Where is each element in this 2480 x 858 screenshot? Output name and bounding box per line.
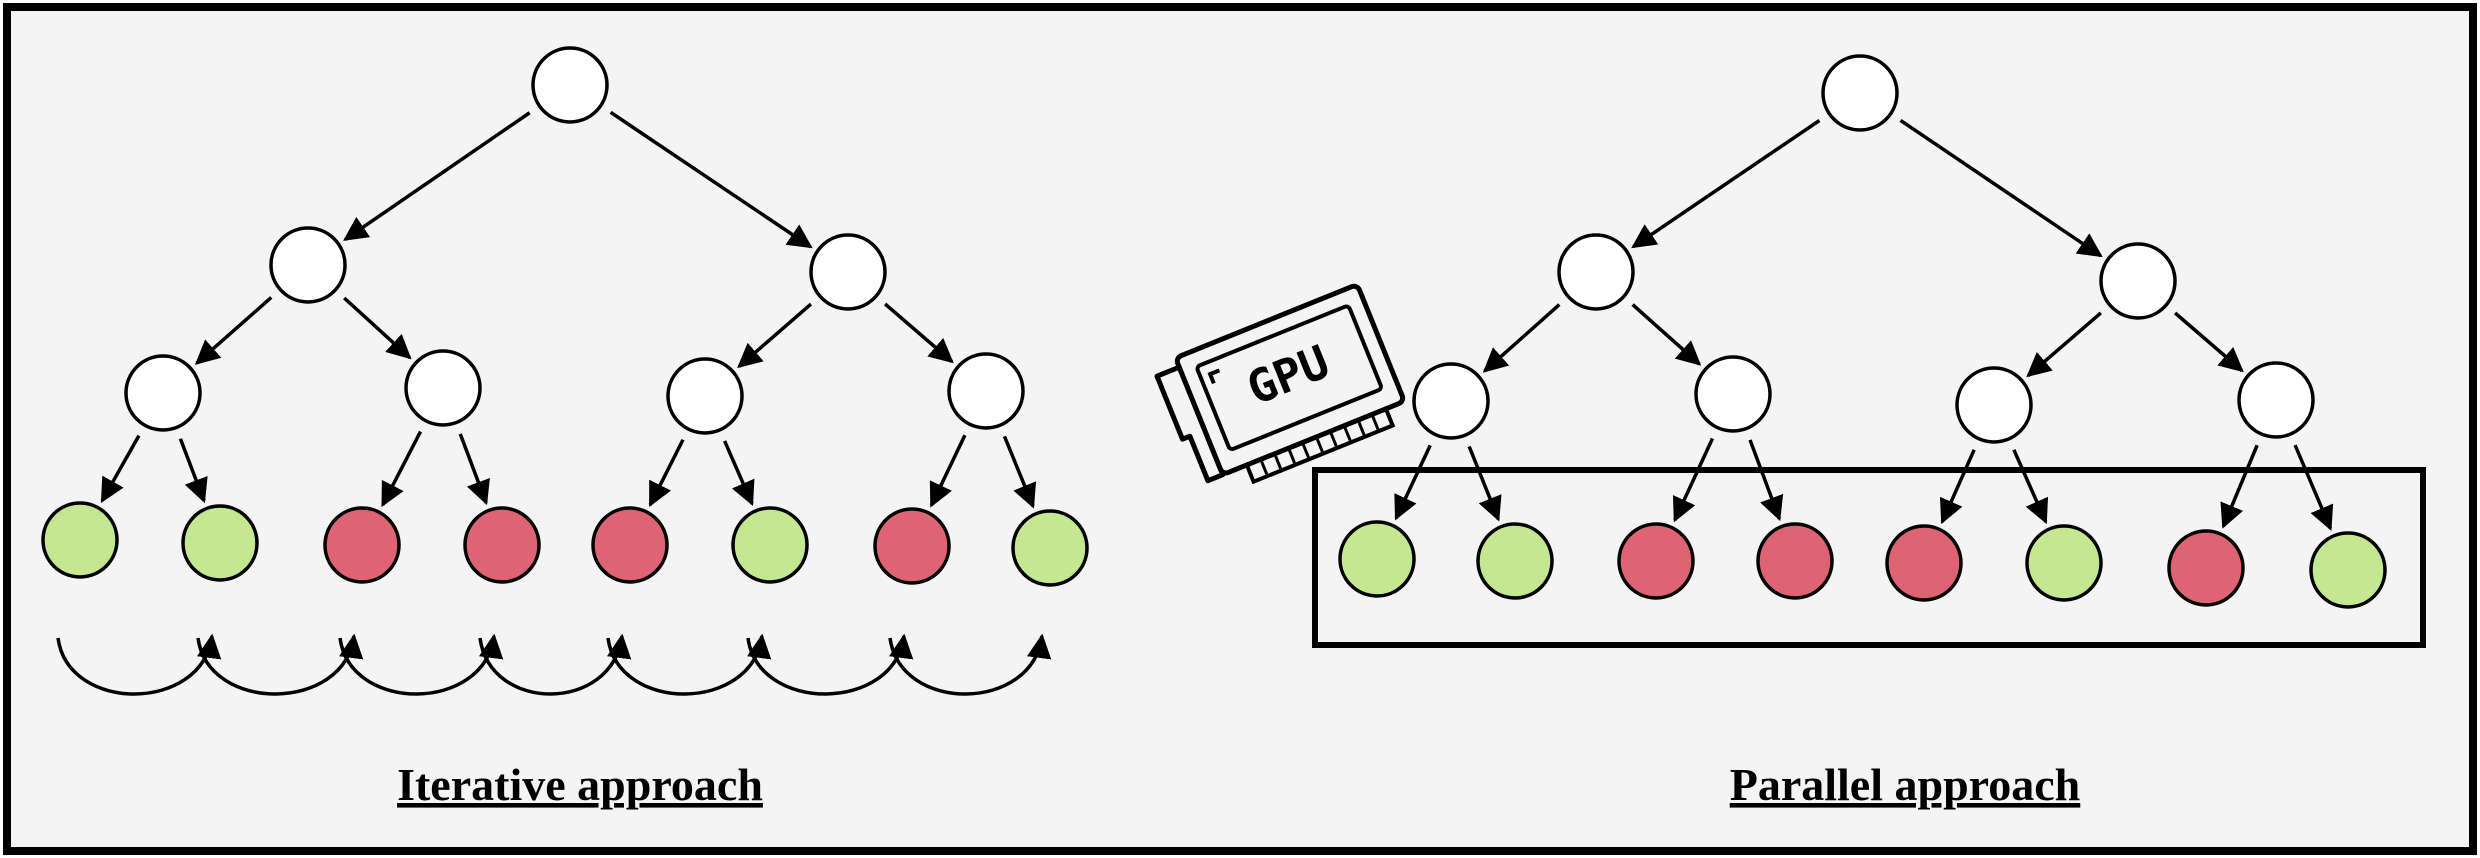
- leaf-node-green: [731, 506, 809, 584]
- tree-edge-arrow: [1899, 118, 2103, 258]
- tree-edge-arrow: [1631, 303, 1702, 366]
- leaf-node-green: [41, 501, 119, 579]
- tree-edge-arrow: [1482, 303, 1561, 373]
- leaf-node-red: [873, 507, 951, 585]
- tree-edge-arrow: [1631, 119, 1821, 249]
- parallel-tree: [1338, 54, 2387, 609]
- tree-edge-arrow: [609, 110, 813, 249]
- tree-edge-arrow: [1467, 445, 1502, 522]
- root-node: [531, 46, 609, 124]
- leaf-node-red: [463, 506, 541, 584]
- tree-edge-arrow: [194, 296, 273, 365]
- gpu-corner-mark-icon: [1207, 368, 1221, 385]
- iteration-step-arrow: [196, 633, 364, 696]
- inner-node: [666, 357, 744, 435]
- leaf-node-green: [2025, 524, 2103, 602]
- gpu-chip-outline-icon: [1195, 304, 1383, 451]
- leaf-node-green: [181, 504, 259, 582]
- leaf-node-green: [1011, 509, 1089, 587]
- tree-edge-arrow: [2026, 311, 2103, 378]
- tree-edge-arrow: [100, 434, 141, 503]
- gpu-connector-icon: [1244, 408, 1396, 485]
- iterative-sweep-arrows: [56, 633, 1052, 696]
- tree-edge-arrow: [458, 433, 490, 506]
- tree-edge-arrow: [883, 302, 954, 364]
- leaf-node-red: [2167, 529, 2245, 607]
- inner-node: [2099, 242, 2177, 320]
- inner-node: [809, 233, 887, 311]
- tree-edge-arrow: [343, 111, 531, 241]
- iteration-step-arrow: [478, 633, 632, 696]
- inner-node: [2237, 361, 2315, 439]
- tree-edge-arrow: [737, 302, 813, 369]
- iteration-step-arrow: [56, 633, 222, 696]
- iteration-step-arrow: [606, 633, 772, 696]
- inner-node: [269, 226, 347, 304]
- leaf-node-red: [591, 506, 669, 584]
- tree-edge-arrow: [648, 438, 685, 507]
- tree-edge-arrow: [1002, 435, 1037, 509]
- leaf-node-green: [1476, 522, 1554, 600]
- inner-node: [1955, 366, 2033, 444]
- gpu-board-icon: [1174, 283, 1406, 476]
- tree-edge-arrow: [722, 440, 755, 506]
- leaf-node-red: [1885, 524, 1963, 602]
- inner-node: [124, 354, 202, 432]
- tree-edge-arrow: [1394, 444, 1432, 521]
- iterative-approach-caption: Iterative approach: [397, 759, 763, 810]
- inner-node: [404, 349, 482, 427]
- tree-edge-arrow: [343, 296, 412, 360]
- parallel-approach-caption: Parallel approach: [1730, 759, 2081, 810]
- tree-edge-arrow: [178, 438, 208, 504]
- iteration-step-arrow: [746, 633, 914, 696]
- leaf-node-red: [323, 506, 401, 584]
- tree-edge-arrow: [1672, 437, 1715, 523]
- tree-edge-arrow: [2012, 449, 2049, 525]
- parallel-leaf-box: [1312, 467, 2426, 648]
- tree-edge-arrow: [2293, 444, 2334, 531]
- tree-edge-arrow: [2173, 311, 2244, 373]
- leaf-node-red: [1756, 522, 1834, 600]
- inner-node: [1557, 233, 1635, 311]
- iteration-step-arrow: [888, 633, 1052, 696]
- gpu-icon: GPU: [1154, 283, 1406, 485]
- tree-edge-arrow: [1748, 439, 1784, 522]
- gpu-connector-pins-icon: [1260, 415, 1380, 475]
- iteration-step-arrow: [338, 633, 504, 696]
- tree-edge-arrow: [2220, 444, 2259, 529]
- tree-edge-arrow: [381, 430, 423, 508]
- tree-edge-arrow: [1939, 449, 1976, 525]
- leaf-node-green: [2309, 531, 2387, 609]
- leaf-node-red: [1617, 522, 1695, 600]
- inner-node: [947, 352, 1025, 430]
- root-node: [1821, 54, 1899, 132]
- iterative-tree: [41, 46, 1089, 587]
- inner-node: [1412, 362, 1490, 440]
- leaf-node-green: [1338, 520, 1416, 598]
- inner-node: [1694, 355, 1772, 433]
- tree-edge-arrow: [929, 434, 967, 508]
